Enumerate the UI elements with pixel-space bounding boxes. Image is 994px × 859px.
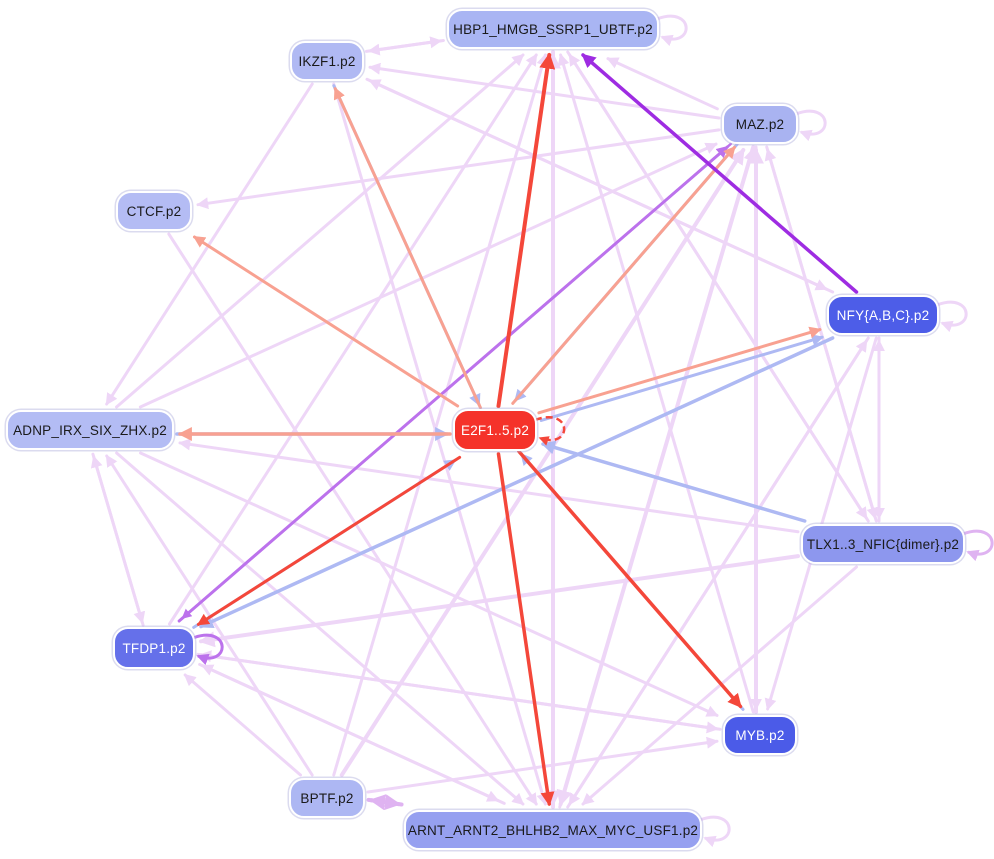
edge-e2f1-myb xyxy=(517,449,743,709)
edge-bptf-hbp1 xyxy=(332,53,549,777)
edge-e2f1-arnt xyxy=(496,452,555,807)
edge-myb-hbp1 xyxy=(557,53,755,714)
node-maz[interactable]: MAZ.p2 xyxy=(722,104,798,144)
edge-tlx-e2f1 xyxy=(540,440,807,523)
edge-e2f1-nfy xyxy=(539,334,824,422)
self-loop-hbp1 xyxy=(656,14,688,47)
edge-hbp1-ikzf1 xyxy=(367,38,445,56)
edge-bptf-adnp xyxy=(105,454,314,777)
node-tfdp1[interactable]: TFDP1.p2 xyxy=(113,627,195,669)
edge-adnp-hbp1 xyxy=(115,53,525,409)
edge-adnp-arnt xyxy=(115,451,525,806)
edge-ikzf1-adnp xyxy=(105,82,314,406)
node-e2f1[interactable]: E2F1..5.p2 xyxy=(453,409,537,451)
edge-e2f1-ikzf1 xyxy=(333,87,482,410)
edge-e2f1-tfdp1 xyxy=(196,455,462,626)
self-loop-e2f1 xyxy=(534,416,566,446)
self-loop-tfdp1 xyxy=(192,633,224,666)
edge-arnt-bptf xyxy=(369,794,404,811)
node-label-tfdp1: TFDP1.p2 xyxy=(122,640,186,656)
node-label-ikzf1: IKZF1.p2 xyxy=(298,53,356,69)
edge-e2f1-maz xyxy=(511,145,736,405)
node-label-nfy: NFY{A,B,C}.p2 xyxy=(836,307,930,323)
self-loop-tlx xyxy=(962,529,994,562)
node-bptf[interactable]: BPTF.p2 xyxy=(289,778,365,818)
edge-tlx-tfdp1 xyxy=(198,554,800,648)
edge-arnt-nfy xyxy=(566,339,868,809)
edge-maz-tfdp1 xyxy=(181,142,733,620)
self-loop-nfy xyxy=(936,300,968,333)
edge-ikzf1-arnt xyxy=(332,82,549,806)
edge-adnp-maz xyxy=(138,142,718,409)
node-label-adnp: ADNP_IRX_SIX_ZHX.p2 xyxy=(13,422,167,438)
edge-hbp1-tlx xyxy=(566,50,868,520)
self-loop-maz xyxy=(795,109,827,142)
edge-e2f1-nfy xyxy=(537,326,822,415)
node-label-myb: MYB.p2 xyxy=(735,727,785,743)
edge-adnp-tfdp1 xyxy=(91,452,146,624)
node-nfy[interactable]: NFY{A,B,C}.p2 xyxy=(827,295,939,335)
edge-maz-ctcf xyxy=(196,128,721,210)
node-label-bptf: BPTF.p2 xyxy=(300,790,354,806)
edge-ctcf-arnt xyxy=(167,232,538,806)
edge-e2f1-ctcf xyxy=(192,235,460,408)
node-tlx[interactable]: TLX1..3_NFIC{dimer}.p2 xyxy=(801,524,965,564)
node-myb[interactable]: MYB.p2 xyxy=(723,715,797,755)
edge-bptf-tfdp1 xyxy=(183,673,302,777)
node-label-e2f1: E2F1..5.p2 xyxy=(460,422,530,438)
edge-adnp-myb xyxy=(139,451,719,717)
edge-nfy-tfdp1 xyxy=(199,336,835,629)
node-label-arnt: ARNT_ARNT2_BHLHB2_MAX_MYC_USF1.p2 xyxy=(407,822,699,838)
edge-nfy-ikzf1 xyxy=(368,79,835,294)
edge-nfy-myb xyxy=(764,336,878,711)
node-label-ctcf: CTCF.p2 xyxy=(126,203,182,219)
node-label-tlx: TLX1..3_NFIC{dimer}.p2 xyxy=(806,536,960,552)
self-loop-arnt xyxy=(699,815,731,848)
node-hbp1[interactable]: HBP1_HMGB_SSRP1_UBTF.p2 xyxy=(447,9,659,49)
node-label-hbp1: HBP1_HMGB_SSRP1_UBTF.p2 xyxy=(453,21,653,37)
edge-myb-tfdp1 xyxy=(199,650,722,731)
edge-maz-arnt xyxy=(556,145,756,807)
node-ikzf1[interactable]: IKZF1.p2 xyxy=(290,41,364,81)
edge-e2f1-hbp1 xyxy=(496,52,556,408)
node-ctcf[interactable]: CTCF.p2 xyxy=(116,191,192,231)
edge-maz-hbp1 xyxy=(606,57,719,111)
edge-tlx-arnt xyxy=(581,565,858,806)
edge-tlx-adnp xyxy=(178,438,800,534)
edge-nfy-hbp1 xyxy=(581,53,859,294)
node-adnp[interactable]: ADNP_IRX_SIX_ZHX.p2 xyxy=(6,410,174,450)
node-arnt[interactable]: ARNT_ARNT2_BHLHB2_MAX_MYC_USF1.p2 xyxy=(404,810,702,850)
node-label-maz: MAZ.p2 xyxy=(735,116,785,132)
edge-bptf-maz xyxy=(339,147,746,777)
